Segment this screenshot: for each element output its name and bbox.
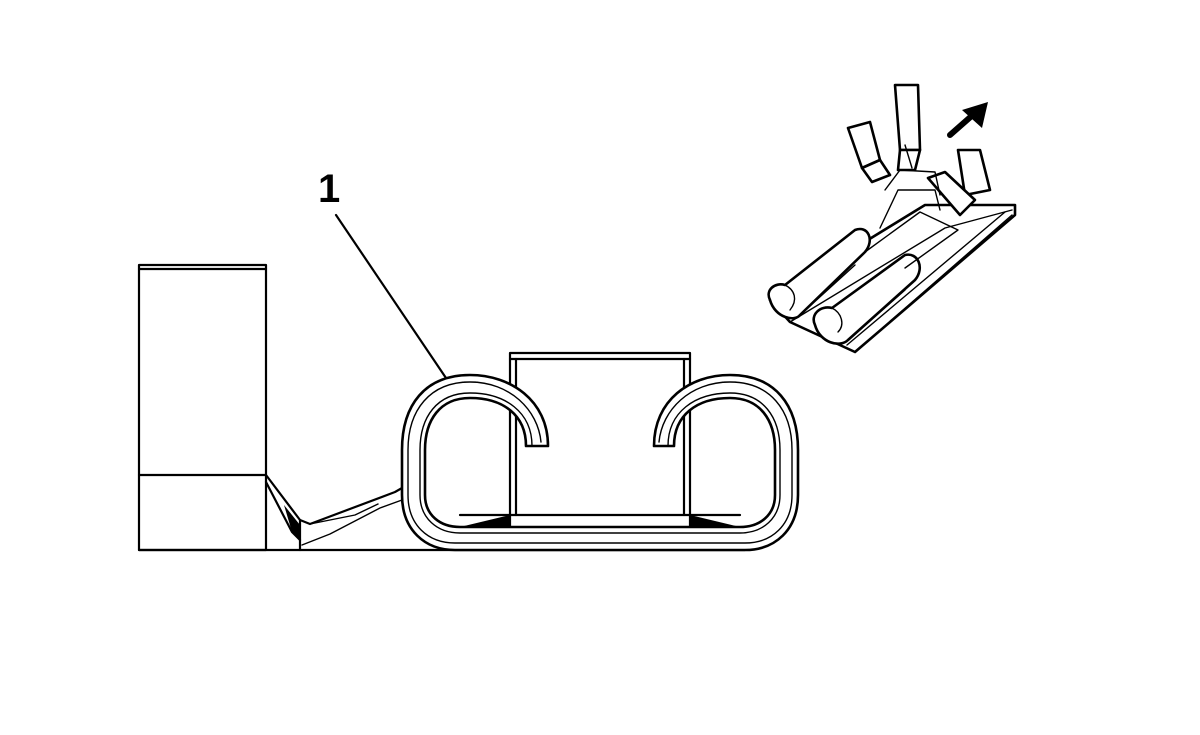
- inner-wedge-left: [460, 515, 510, 527]
- callout-label: 1: [318, 167, 340, 211]
- direction-arrow-icon: [947, 102, 988, 138]
- callout-1: 1: [318, 167, 448, 380]
- left-block: [137, 263, 268, 552]
- inner-wedge-right: [690, 515, 740, 527]
- terminal-isometric-view: [767, 83, 1017, 354]
- leader-line: [334, 213, 448, 380]
- transition-section: [264, 473, 404, 552]
- receptacle-curl-outer: [400, 373, 800, 552]
- receptacle-curl-inner-edge: [407, 381, 793, 544]
- terminal-cross-section: [137, 263, 800, 552]
